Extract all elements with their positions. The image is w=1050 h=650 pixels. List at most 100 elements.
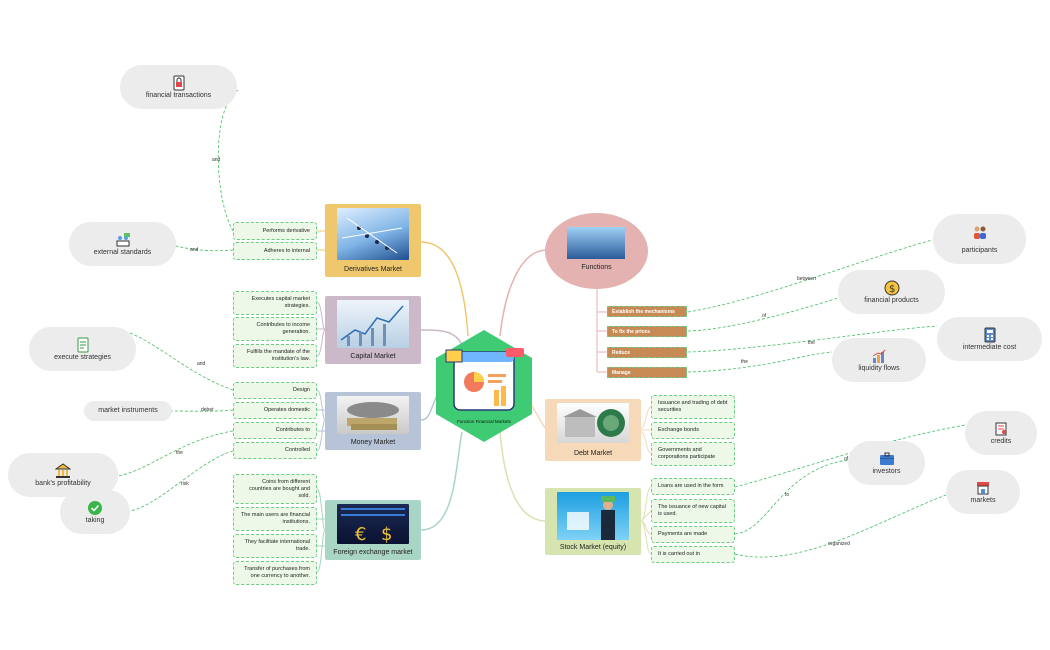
lock-icon xyxy=(173,75,184,91)
checklist-icon xyxy=(77,337,88,353)
edge-label: of xyxy=(762,313,767,319)
leaf-loans-used[interactable]: Loans are used in the form xyxy=(651,478,735,495)
bubble-label: investors xyxy=(872,468,901,475)
forex-market-label: Foreign exchange market xyxy=(333,549,413,556)
bubble-label: participants xyxy=(961,247,998,254)
bubble-label: bank's profitability xyxy=(35,480,91,487)
derivatives-market-node[interactable]: Derivatives Market xyxy=(325,204,421,277)
svg-text:€: € xyxy=(355,524,366,544)
debt-image xyxy=(557,403,629,443)
edge-label: the xyxy=(176,450,183,456)
bubble-label: markets xyxy=(970,497,996,504)
bubble-banks-profitability[interactable]: bank's profitability xyxy=(8,453,118,497)
calculator-icon xyxy=(984,327,995,343)
functions-label: Functions xyxy=(581,264,612,271)
leaf-issuance-debt[interactable]: Issuance and trading of debt securities xyxy=(651,395,735,419)
leaf-contributes-to[interactable]: Contributes to xyxy=(233,422,317,439)
branch-functions xyxy=(499,249,546,337)
briefcase-icon xyxy=(879,452,894,465)
edge-label: the xyxy=(808,340,815,346)
leaf-facilitate-trade[interactable]: They facilitate international trade. xyxy=(233,534,317,558)
bubble-label: intermediate cost xyxy=(962,344,1017,351)
dollar-coin-icon: $ xyxy=(884,280,899,296)
leaf-performs-derivative[interactable]: Performs derivative xyxy=(233,222,317,240)
leaf-coins-bought-sold[interactable]: Coins from different countries are bough… xyxy=(233,474,317,504)
branch-capital xyxy=(420,329,463,346)
derivatives-market-label: Derivatives Market xyxy=(344,266,402,273)
bubble-liquidity-flows[interactable]: liquidity flows xyxy=(832,338,926,382)
money-leaf-links xyxy=(316,389,326,452)
branch-derivatives xyxy=(420,241,469,337)
sub-reduce[interactable]: Reduce xyxy=(607,347,687,358)
bubble-credits[interactable]: credits xyxy=(965,411,1037,455)
people-meeting-icon xyxy=(116,233,130,247)
money-image xyxy=(337,396,409,434)
bubble-label: financial transactions xyxy=(145,92,212,99)
bubble-external-standards[interactable]: external standards xyxy=(69,222,176,266)
bubble-intermediate-cost[interactable]: intermediate cost xyxy=(937,317,1042,361)
bubble-market-instruments[interactable]: market instruments xyxy=(84,401,172,421)
debt-market-node[interactable]: Debt Market xyxy=(545,399,641,461)
bubble-label: taking xyxy=(85,517,105,524)
central-topic[interactable]: Function Financial Markets xyxy=(436,330,532,442)
bubble-label: credits xyxy=(990,438,1012,445)
leaf-adheres-to-internal[interactable]: Adheres to internal xyxy=(233,242,317,260)
leaf-carried-out-in[interactable]: It is carried out in xyxy=(651,546,735,563)
leaf-transfer-currency[interactable]: Transfer of purchases from one currency … xyxy=(233,561,317,585)
stock-market-node[interactable]: Stock Market (equity) xyxy=(545,488,641,555)
central-topic-title: Function Financial Markets xyxy=(457,419,511,424)
capital-market-node[interactable]: Capital Market xyxy=(325,296,421,364)
bubble-label: financial products xyxy=(864,297,919,304)
derivatives-leaf-links xyxy=(317,230,325,251)
bar-chart-icon xyxy=(872,349,886,363)
leaf-governments-participate[interactable]: Governments and corporations participate xyxy=(651,442,735,466)
bubble-financial-products[interactable]: $ financial products xyxy=(838,270,945,314)
edge-label: and xyxy=(197,361,206,367)
users-icon xyxy=(973,226,986,239)
forex-image: € $ xyxy=(337,504,409,544)
sub-fix-prices[interactable]: To fix the prices xyxy=(607,326,687,337)
sub-establish-mechanisms[interactable]: Establish the mechanisms xyxy=(607,306,687,317)
functions-image xyxy=(567,227,625,259)
document-icon xyxy=(995,422,1007,436)
debt-market-label: Debt Market xyxy=(573,450,613,457)
leaf-contributes-income[interactable]: Contributes to income generation. xyxy=(233,317,317,341)
capital-market-label: Capital Market xyxy=(350,353,396,360)
bubble-participants[interactable]: participants xyxy=(933,214,1026,264)
functions-sub-links xyxy=(596,285,607,373)
leaf-payments-made[interactable]: Payments are made xyxy=(651,526,735,543)
bubble-financial-transactions[interactable]: financial transactions xyxy=(120,65,237,109)
bubble-investors[interactable]: investors xyxy=(848,441,925,485)
bubble-label: execute strategies xyxy=(54,354,111,361)
forex-market-node[interactable]: € $ Foreign exchange market xyxy=(325,500,421,560)
capital-leaf-links xyxy=(316,301,326,357)
derivatives-image xyxy=(337,208,409,260)
stock-market-label: Stock Market (equity) xyxy=(559,544,627,551)
leaf-controlled[interactable]: Controlled xyxy=(233,442,317,459)
capital-image xyxy=(337,300,409,348)
money-market-node[interactable]: Money Market xyxy=(325,392,421,450)
branch-stock xyxy=(499,431,546,522)
forex-leaf-links xyxy=(316,488,326,573)
bubble-execute-strategies[interactable]: execute strategies xyxy=(29,327,136,371)
leaf-operates-domestic[interactable]: Operates domestic xyxy=(233,402,317,419)
edge-label: to xyxy=(785,492,790,498)
leaf-design[interactable]: Design xyxy=(233,382,317,399)
bubble-label: market instruments xyxy=(98,407,158,414)
leaf-main-users[interactable]: The main users are financial institution… xyxy=(233,507,317,531)
bubble-markets[interactable]: markets xyxy=(946,470,1020,514)
edge-label: risk xyxy=(181,481,189,487)
leaf-exchange-bonds[interactable]: Exchange bonds xyxy=(651,422,735,439)
leaf-fulfills-mandate[interactable]: Fulfills the mandate of the institution'… xyxy=(233,344,317,368)
storefront-icon xyxy=(977,482,989,495)
sub-manage[interactable]: Manage xyxy=(607,367,687,378)
bubble-taking[interactable]: taking xyxy=(60,490,130,534)
functions-node[interactable]: Functions xyxy=(545,213,648,289)
svg-text:$: $ xyxy=(381,524,392,544)
bubble-label: liquidity flows xyxy=(858,365,900,372)
bank-icon xyxy=(55,463,71,478)
edge-label: of xyxy=(844,456,849,462)
money-market-label: Money Market xyxy=(350,439,396,446)
leaf-executes-strategies[interactable]: Executes capital market strategies. xyxy=(233,291,317,315)
leaf-new-capital[interactable]: The issuance of new capital is used. xyxy=(651,499,735,523)
